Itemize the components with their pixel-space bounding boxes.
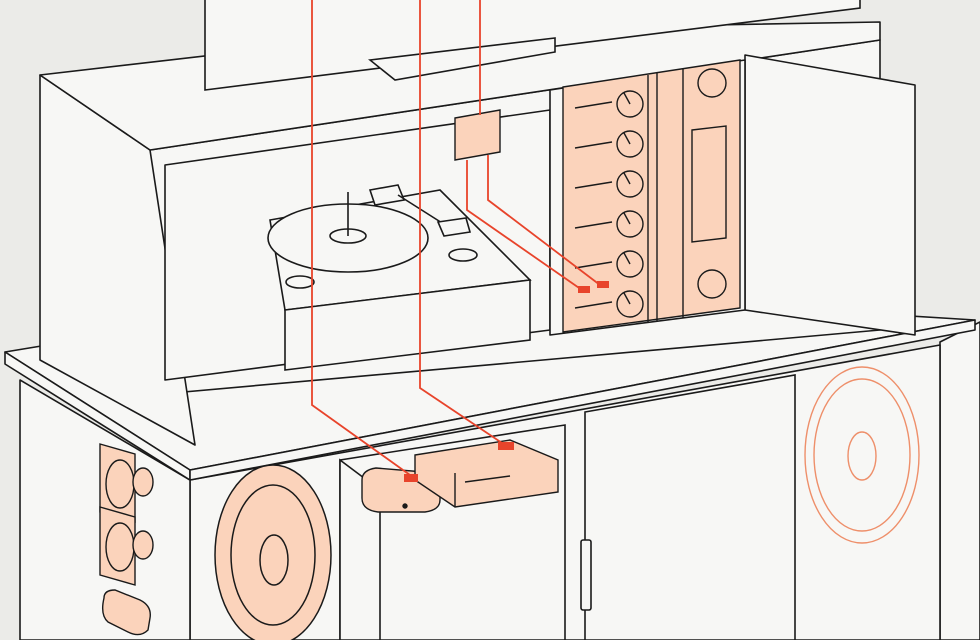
receiver-input-a [578, 286, 590, 293]
tv-stand [368, 37, 556, 81]
right-speaker-outline [804, 366, 920, 544]
receiver-knob-label-line [574, 261, 613, 269]
wire-tv-to-cdplayer [419, 0, 506, 446]
wall-adapter-box [454, 109, 501, 161]
wire-tv-to-streamer [311, 0, 411, 476]
tweeter-cone [105, 459, 135, 509]
tweeter-cap [101, 589, 151, 636]
receiver-knob-indicator [623, 292, 631, 305]
receiver-knob-label-line [574, 301, 613, 309]
receiver-knob-indicator [623, 252, 631, 265]
turntable [267, 184, 532, 371]
tonearm-headshell [436, 217, 472, 237]
tweeter-magnet [132, 530, 154, 560]
receiver-tuner-window [691, 125, 727, 243]
tonearm-base [368, 184, 406, 206]
streamer-input [404, 474, 418, 482]
cabinet-lower-top-front-edge [189, 319, 976, 481]
receiver-knob-label-line [574, 181, 613, 189]
woofer-speaker [214, 464, 332, 640]
tweeter-stack [99, 443, 154, 636]
cd-player-tray [464, 475, 511, 483]
cabinet-right-side [939, 321, 980, 640]
woofer-dustcap [259, 534, 289, 586]
receiver-top-knob [697, 68, 727, 98]
tweeter-magnet [132, 467, 154, 497]
streaming-puck-led [402, 503, 408, 509]
signal-wires [311, 0, 609, 482]
right-speaker-frame-outer [804, 366, 920, 544]
door-handle [580, 539, 592, 611]
turntable-foot-left [285, 275, 315, 289]
receiver-knob-indicator [623, 132, 631, 145]
receiver-knob-indicator [623, 212, 631, 225]
hutch-right-door [744, 54, 916, 336]
receiver-knobs [574, 90, 644, 318]
wire-adapter-to-receiver-b [487, 155, 601, 286]
receiver-input-b [597, 281, 609, 288]
receiver-knob-label-line [574, 101, 613, 109]
receiver-faceplate [562, 59, 741, 333]
cdplayer-input [498, 442, 514, 450]
receiver-volume-knob [697, 269, 727, 299]
television [204, 0, 861, 91]
right-speaker-frame-inner [813, 378, 911, 532]
right-speaker-cone [847, 431, 877, 481]
vintage-receiver [562, 59, 741, 333]
tweeter-cone [105, 522, 135, 572]
wire-adapter-to-receiver-a [466, 160, 583, 291]
turntable-foot-right [448, 248, 478, 262]
receiver-knob-indicator [623, 92, 631, 105]
receiver-knob-label-line [574, 141, 613, 149]
turntable-plinth-front [284, 279, 531, 371]
center-door [584, 374, 796, 640]
receiver-knob-label-line [574, 221, 613, 229]
receiver-knob-indicator [623, 172, 631, 185]
